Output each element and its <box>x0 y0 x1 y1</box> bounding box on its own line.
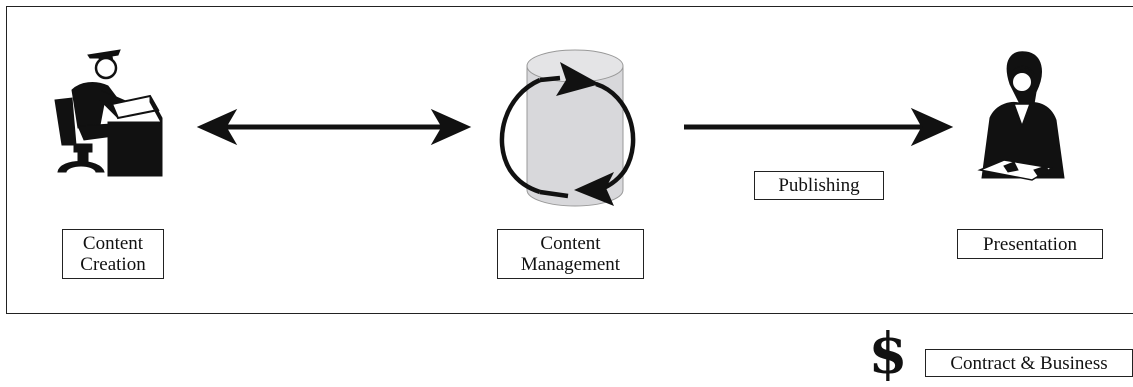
person-at-desk-icon <box>54 49 163 177</box>
cycle-arrowheads <box>556 62 614 206</box>
diagram-frame <box>6 6 1133 314</box>
content-management-line-1: Content <box>540 233 601 254</box>
publishing-label: Publishing <box>754 171 884 200</box>
dollar-sign-icon: $ <box>868 321 908 387</box>
contract-business-label: Contract & Business <box>925 349 1133 377</box>
content-management-line-2: Management <box>520 254 621 275</box>
content-creation-line-1: Content <box>82 233 144 254</box>
bidirectional-arrow <box>196 108 472 146</box>
content-creation-label: Content Creation <box>62 229 164 279</box>
content-management-label: Content Management <box>497 229 644 279</box>
presentation-label: Presentation <box>957 229 1103 259</box>
content-creation-line-2: Creation <box>80 254 146 275</box>
publishing-arrow <box>684 107 954 147</box>
person-reading-icon <box>977 51 1065 181</box>
database-cylinder-icon <box>526 49 624 207</box>
